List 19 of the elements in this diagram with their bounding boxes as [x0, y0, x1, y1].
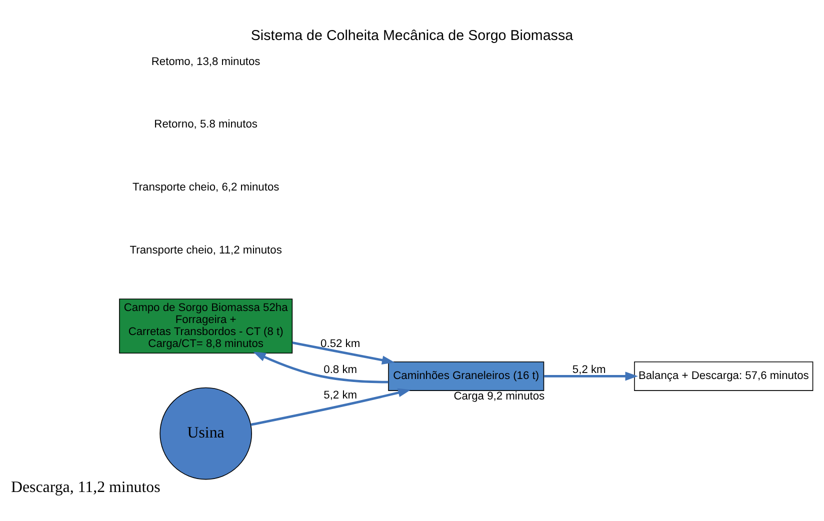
edge-label: 0.52 km [320, 337, 360, 350]
label: Transporte cheio, 6,2 minutos [132, 181, 280, 194]
label: Transporte cheio, 11,2 minutos [130, 244, 282, 256]
arrow [253, 351, 388, 383]
arrow [544, 371, 638, 380]
edge-label: 5,2 km [324, 389, 358, 402]
label: Retorno, 5.8 minutos [154, 118, 258, 130]
arrow [250, 388, 411, 426]
node-box: Balança + Descarga: 57,6 minutos [634, 361, 814, 390]
edge-label: 5,2 km [572, 364, 606, 376]
arrow [292, 341, 395, 364]
node-label: Carga 9,2 minutos [454, 390, 545, 402]
diagram-title: Sistema de Colheita Mecânica de Sorgo Biomassa [250, 27, 574, 44]
node-label: Descarga, 11,2 minutos [10, 478, 160, 496]
label: Retomo, 13,8 minutos [151, 55, 260, 68]
node-circle: Usina [160, 386, 252, 480]
node-box: Caminhões Graneleiros (16 t) [388, 361, 544, 390]
node-box: Campo de Sorgo Biomassa 52ha Forrageira + Carretas Transbordos - CT (8 t) Carga/CT= 8,8 minutos [119, 298, 293, 354]
edge-label: 0.8 km [324, 364, 358, 376]
